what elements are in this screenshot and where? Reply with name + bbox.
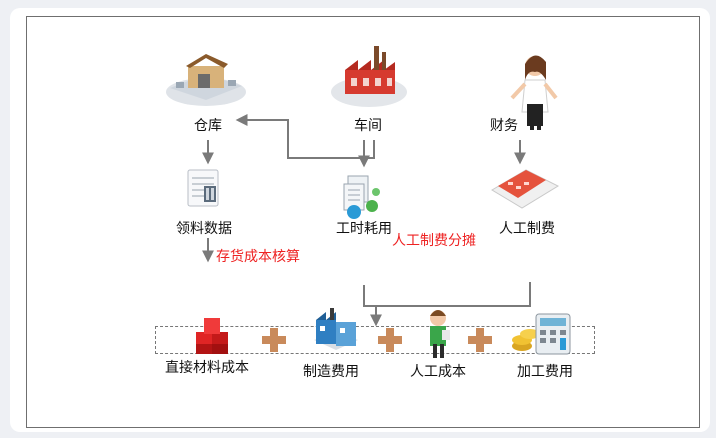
coins-calculator-icon [512, 313, 571, 355]
labor-hours-label: 工时耗用 [336, 221, 392, 237]
labor-fee-label: 人工制费 [499, 221, 555, 237]
warehouse-label: 仓库 [194, 118, 222, 134]
direct-material-cost-label: 直接材料成本 [165, 360, 249, 376]
material-data-label: 领料数据 [176, 221, 232, 237]
plus-icon [262, 328, 286, 352]
plus-icon [468, 328, 492, 352]
manufacturing-expense-label: 制造费用 [303, 364, 359, 380]
processing-fee-label: 加工费用 [517, 364, 573, 380]
manufacturing-building-icon [314, 308, 358, 350]
finance-label: 财务 [490, 118, 518, 134]
workshop-label: 车间 [354, 118, 382, 134]
cost-items-dashed-box [155, 326, 595, 354]
inventory-costing-label: 存货成本核算 [216, 249, 300, 265]
finance-person-icon [510, 55, 558, 130]
factory-icon [331, 46, 407, 107]
calculator-icon [491, 169, 560, 209]
labor-overhead-allocation-label: 人工制费分摊 [392, 233, 476, 249]
labor-hours-icon [343, 175, 380, 219]
spreadsheet-icon [187, 169, 219, 207]
warehouse-icon [166, 54, 246, 106]
flow-connectors [202, 114, 531, 327]
labor-cost-label: 人工成本 [410, 364, 466, 380]
plus-icon [378, 328, 402, 352]
material-cubes-icon [196, 318, 228, 354]
worker-person-icon [430, 310, 450, 358]
